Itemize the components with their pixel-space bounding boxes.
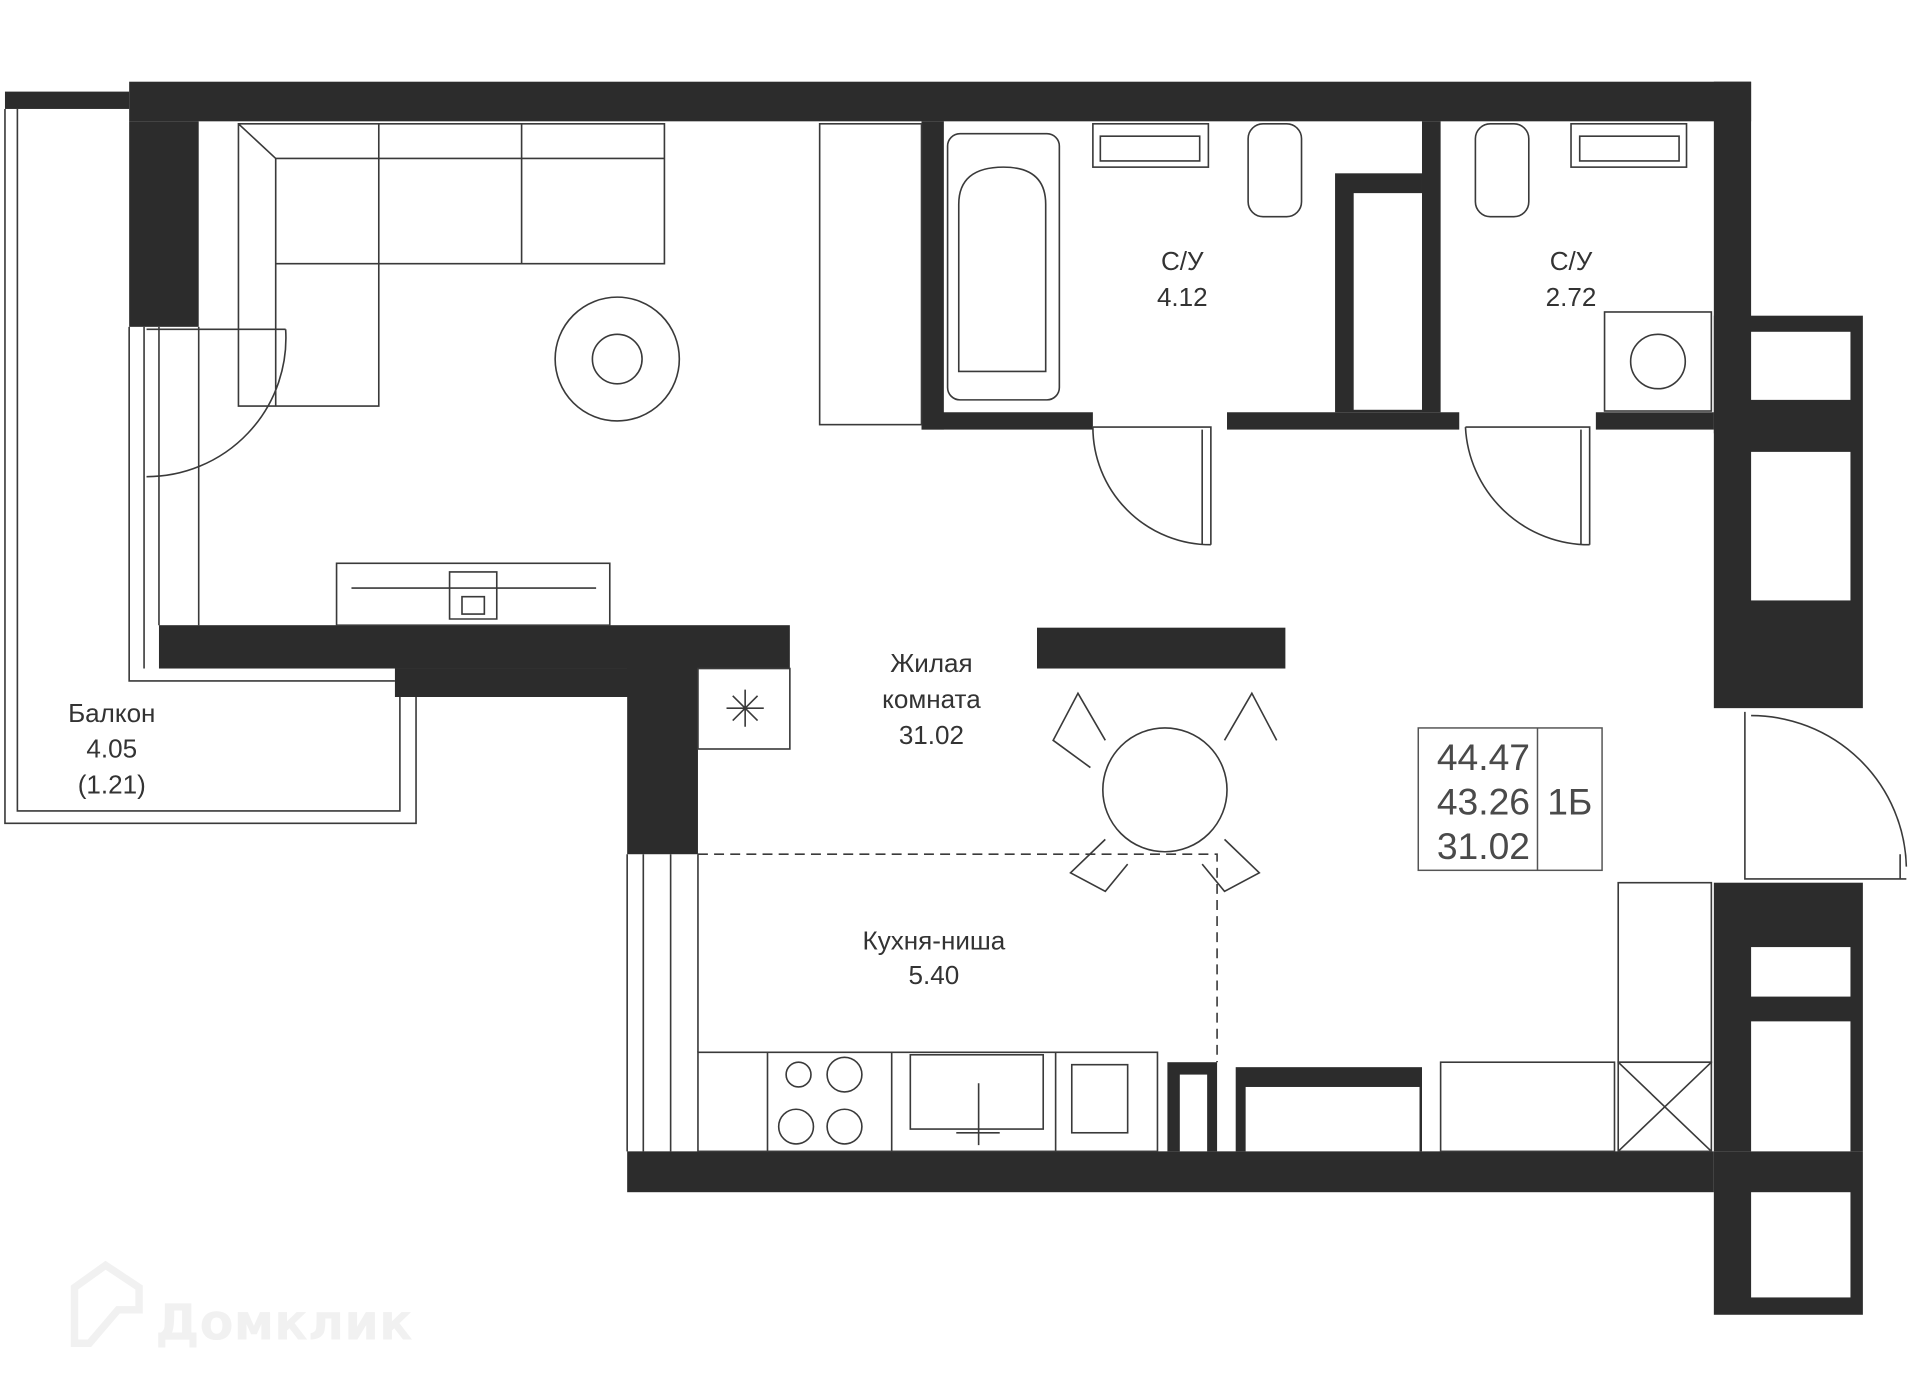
living-room-name-1: Жилая: [890, 648, 972, 678]
bathroom-1-area: 4.12: [1157, 282, 1208, 312]
living-room-area: 31.02: [899, 720, 964, 750]
bathroom-2-area: 2.72: [1546, 282, 1597, 312]
balcony-area: 4.05: [86, 734, 137, 764]
living-room-name-2: комната: [882, 684, 981, 714]
doors: [146, 328, 1908, 880]
kitchen-name: Кухня-ниша: [863, 926, 1006, 956]
layout-type: 1Б: [1547, 781, 1592, 823]
balcony-reduced-area: (1.21): [78, 770, 146, 800]
balcony-name: Балкон: [68, 698, 155, 728]
living-area: 31.02: [1437, 825, 1530, 867]
walls: [128, 81, 1863, 1315]
area-without-balcony: 43.26: [1437, 781, 1530, 823]
furniture: [237, 122, 1713, 1153]
total-area: 44.47: [1437, 736, 1530, 778]
area-summary-box: 44.47 43.26 31.02 1Б: [1417, 727, 1603, 872]
domclick-watermark: Домклик: [70, 1260, 413, 1352]
kitchen-area: 5.40: [909, 960, 960, 990]
balcony: [4, 91, 417, 825]
bathroom-1-name: С/У: [1161, 246, 1204, 276]
watermark-text: Домклик: [155, 1294, 412, 1352]
bathroom-2-name: С/У: [1550, 246, 1593, 276]
